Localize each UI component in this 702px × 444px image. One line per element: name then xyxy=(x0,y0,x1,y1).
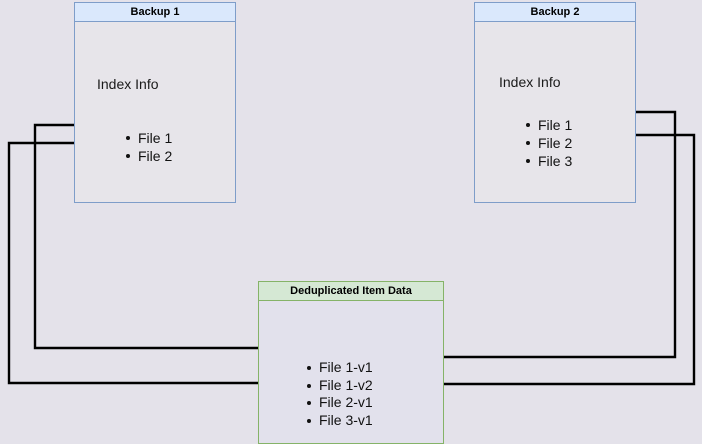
list-item[interactable]: File 1 xyxy=(525,116,572,134)
backup-1-index-info-label: Index Info xyxy=(97,76,159,92)
node-backup-2[interactable]: Backup 2 Index Info File 1 File 2 File 3 xyxy=(474,2,636,203)
list-item[interactable]: File 2 xyxy=(525,134,572,152)
node-deduplicated-item-data[interactable]: Deduplicated Item Data File 1-v1 File 1-… xyxy=(258,281,444,444)
node-backup-1-body: Index Info File 1 File 2 xyxy=(74,22,236,203)
list-item[interactable]: File 2 xyxy=(125,147,172,165)
node-backup-2-body: Index Info File 1 File 2 File 3 xyxy=(474,22,636,203)
node-backup-1-header: Backup 1 xyxy=(74,2,236,22)
node-backup-1[interactable]: Backup 1 Index Info File 1 File 2 xyxy=(74,2,236,203)
list-item[interactable]: File 1-v1 xyxy=(306,359,373,377)
list-item[interactable]: File 1 xyxy=(125,129,172,147)
node-dedup-header: Deduplicated Item Data xyxy=(258,281,444,301)
node-backup-2-header: Backup 2 xyxy=(474,2,636,22)
list-item[interactable]: File 3 xyxy=(525,152,572,170)
list-item[interactable]: File 2-v1 xyxy=(306,394,373,412)
backup-2-file-list: File 1 File 2 File 3 xyxy=(525,116,572,170)
backup-2-index-info-label: Index Info xyxy=(499,74,561,90)
list-item[interactable]: File 3-v1 xyxy=(306,412,373,430)
node-dedup-body: File 1-v1 File 1-v2 File 2-v1 File 3-v1 xyxy=(258,301,444,444)
dedup-file-list: File 1-v1 File 1-v2 File 2-v1 File 3-v1 xyxy=(306,359,373,429)
backup-1-file-list: File 1 File 2 xyxy=(125,129,172,165)
list-item[interactable]: File 1-v2 xyxy=(306,377,373,395)
